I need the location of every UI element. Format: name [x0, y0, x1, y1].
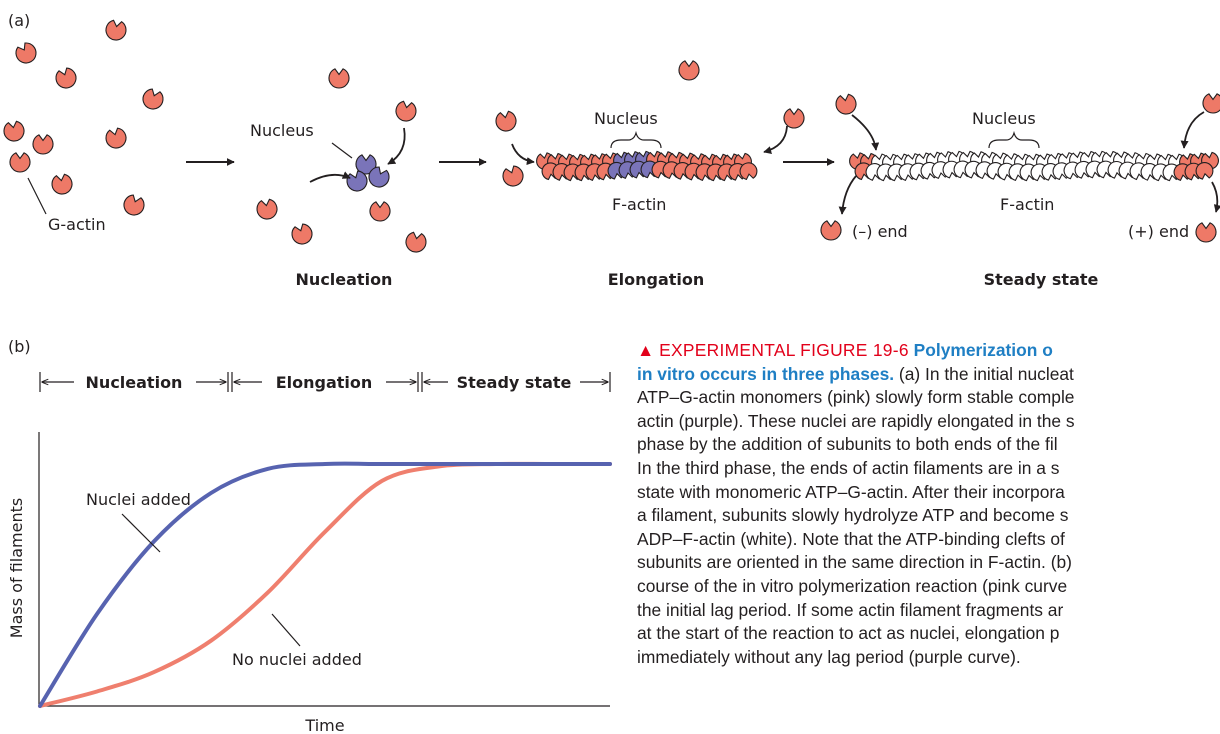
- free-g-actin-monomers: [3, 19, 1220, 253]
- caption-line: the initial lag period. If some actin fi…: [637, 599, 1064, 620]
- caption-heading-cont: in vitro occurs in three phases.: [637, 363, 895, 384]
- g-actin-monomer: [678, 60, 700, 81]
- g-actin-monomer: [820, 220, 842, 241]
- caption-line: a filament, subunits slowly hydrolyze AT…: [637, 505, 1069, 526]
- nucleus-cluster: [346, 154, 390, 192]
- nucleus-brace-2: [988, 130, 1040, 149]
- steady-arrow-minus-off: [838, 175, 857, 215]
- f-actin-filament-steady-state: [849, 150, 1219, 182]
- nucleus-brace-1: [610, 130, 662, 149]
- caption-line: at the start of the reaction to act as n…: [637, 623, 1060, 644]
- g-actin-monomer: [783, 108, 805, 129]
- panel-b-label: (b): [8, 337, 31, 356]
- g-actin-monomer: [142, 88, 164, 110]
- g-actin-monomer: [495, 110, 517, 132]
- g-actin-monomer: [502, 165, 524, 187]
- series-label-nuclei-added: Nuclei added: [86, 490, 191, 509]
- plus-end-label: (+) end: [1128, 222, 1189, 241]
- caption-line: ADP–F-actin (white). Note that the ATP-b…: [637, 528, 1065, 549]
- g-actin-label: G-actin: [48, 215, 106, 234]
- g-actin-monomer: [835, 93, 857, 115]
- panel-a-label: (a): [8, 11, 30, 30]
- f-actin-label-1: F-actin: [612, 195, 666, 214]
- caption-line: actin (purple). These nuclei are rapidly…: [637, 410, 1075, 431]
- g-actin-monomer: [105, 127, 127, 149]
- g-actin-monomer: [405, 231, 427, 253]
- monomer-joining-arrow-left: [309, 171, 351, 183]
- phase-label-steady-state: Steady state: [457, 373, 572, 392]
- nucleus-label-2: Nucleus: [594, 109, 658, 128]
- stage-title-elongation: Elongation: [608, 270, 705, 289]
- panel-a: (a) G-actin Nucleus Nucleus F-actin Nucl…: [3, 11, 1220, 289]
- g-actin-monomer: [1202, 93, 1220, 114]
- x-axis-label: Time: [304, 716, 344, 734]
- caption-heading: Polymerization o: [913, 340, 1053, 360]
- caption-line: immediately without any lag period (purp…: [637, 646, 1021, 667]
- caption-line: phase by the addition of subunits to bot…: [637, 434, 1058, 455]
- g-actin-monomer: [123, 194, 145, 216]
- caption-line: subunits are oriented in the same direct…: [637, 552, 1072, 573]
- g-actin-monomer: [9, 152, 31, 173]
- g-actin-monomer: [369, 201, 391, 222]
- panel-b: (b) Nucleation Elongation Steady state M…: [7, 337, 612, 734]
- stage-title-nucleation: Nucleation: [296, 270, 393, 289]
- phase-label-nucleation: Nucleation: [86, 373, 183, 392]
- steady-arrow-plus-off: [1211, 181, 1220, 213]
- phase-label-elongation: Elongation: [276, 373, 373, 392]
- g-actin-monomer: [3, 120, 25, 142]
- caption-line: course of the in vitro polymerization re…: [637, 575, 1068, 596]
- g-actin-monomer: [32, 134, 54, 155]
- series-label-no-nuclei-added: No nuclei added: [232, 650, 362, 669]
- nucleus-subunit: [355, 154, 377, 175]
- nucleus-label-1: Nucleus: [250, 121, 314, 140]
- g-actin-monomer: [1195, 222, 1217, 243]
- series-leader-nuclei-added: [121, 513, 161, 553]
- nucleus-subunit: [346, 170, 368, 192]
- filament-subunit: [1195, 161, 1214, 180]
- nucleus-label-3: Nucleus: [972, 109, 1036, 128]
- caption-line: In the third phase, the ends of actin fi…: [637, 457, 1060, 478]
- series-leader-no-nuclei-added: [271, 613, 301, 647]
- caption-figure-tag: EXPERIMENTAL FIGURE 19-6: [659, 340, 909, 360]
- g-actin-monomer: [15, 42, 37, 64]
- g-actin-monomer: [328, 68, 350, 89]
- g-actin-monomer: [395, 100, 417, 122]
- g-actin-monomer: [51, 173, 73, 195]
- y-axis-label: Mass of filaments: [7, 498, 26, 638]
- caption-line: ATP–G-actin monomers (pink) slowly form …: [637, 387, 1075, 408]
- caption-text: (a) In the initial nucleat: [894, 363, 1074, 384]
- steady-arrow-plus-on: [1180, 111, 1205, 149]
- caption-line: ▲ EXPERIMENTAL FIGURE 19-6 Polymerizatio…: [637, 339, 1220, 363]
- g-actin-monomer: [105, 19, 127, 41]
- minus-end-label: (–) end: [852, 222, 908, 241]
- f-actin-label-2: F-actin: [1000, 195, 1054, 214]
- monomer-joining-arrow-right: [387, 127, 406, 165]
- elongation-arrow-minus: [511, 143, 535, 166]
- stage-title-steady-state: Steady state: [984, 270, 1099, 289]
- g-actin-monomer: [291, 223, 313, 245]
- steady-arrow-minus-on: [851, 114, 880, 151]
- g-actin-monomer: [55, 67, 77, 89]
- filament-subunit: [739, 162, 758, 181]
- elongation-arrow-plus: [763, 125, 788, 154]
- caption-line: state with monomeric ATP–G-actin. After …: [637, 481, 1065, 502]
- nucleus-subunit: [368, 166, 390, 188]
- nucleus-leader-line: [331, 142, 353, 159]
- g-actin-monomer: [256, 198, 278, 220]
- series-line-nuclei-added: [38, 461, 612, 708]
- caption-triangle-icon: ▲: [637, 340, 655, 360]
- f-actin-filament-elongation: [536, 150, 758, 182]
- figure-caption: ▲ EXPERIMENTAL FIGURE 19-6 Polymerizatio…: [637, 339, 1220, 734]
- g-actin-leader-line: [27, 177, 47, 215]
- caption-line: in vitro occurs in three phases. (a) In …: [637, 363, 1220, 387]
